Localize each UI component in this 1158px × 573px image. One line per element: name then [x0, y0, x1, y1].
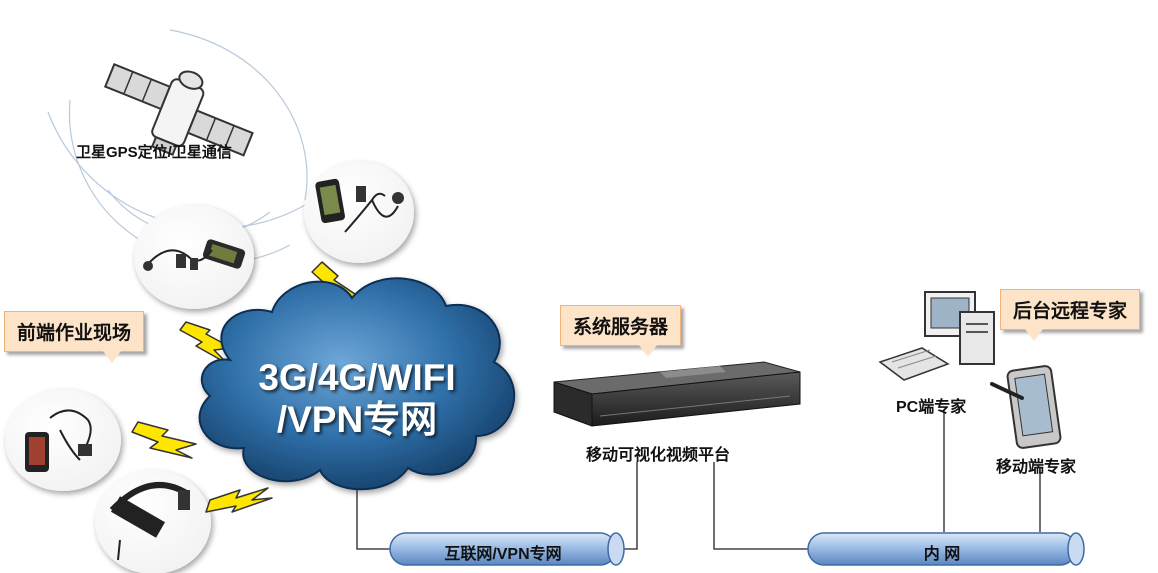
- cloud-label: 3G/4G/WIFI /VPN专网: [222, 357, 492, 441]
- device-bubble-bottom: [95, 470, 211, 573]
- intranet-pipe-label: 内 网: [923, 546, 961, 563]
- device-bubble-top-right: [304, 161, 414, 263]
- intranet-pipe: [807, 532, 1085, 566]
- satellite-label: 卫星GPS定位/卫星通信: [76, 144, 232, 161]
- tablet-icon: [990, 365, 1062, 449]
- front-site-title: 前端作业现场: [17, 323, 132, 344]
- desktop-pc-icon: [878, 291, 995, 381]
- backend-expert-callout: 后台远程专家: [1000, 289, 1141, 341]
- network-cloud-icon: [198, 277, 516, 491]
- rack-server-icon: [553, 361, 801, 427]
- device-bubble-upper-left: [134, 205, 254, 309]
- cloud-label-line1: 3G/4G/WIFI: [258, 357, 456, 398]
- device-bubble-lower-left: [5, 389, 121, 491]
- internet-pipe: [389, 532, 625, 566]
- backend-expert-title: 后台远程专家: [1013, 301, 1128, 322]
- mobile-expert-label: 移动端专家: [996, 459, 1077, 476]
- server-callout: 系统服务器: [560, 305, 682, 357]
- server-title: 系统服务器: [573, 317, 669, 338]
- connector-lines: [356, 412, 1041, 550]
- server-caption: 移动可视化视频平台: [586, 447, 731, 464]
- internet-pipe-label: 互联网/VPN专网: [444, 546, 562, 563]
- front-site-callout: 前端作业现场: [4, 311, 145, 363]
- pc-expert-label: PC端专家: [896, 399, 967, 416]
- cloud-label-line2: /VPN专网: [276, 399, 438, 440]
- satellite-icon: [103, 62, 254, 157]
